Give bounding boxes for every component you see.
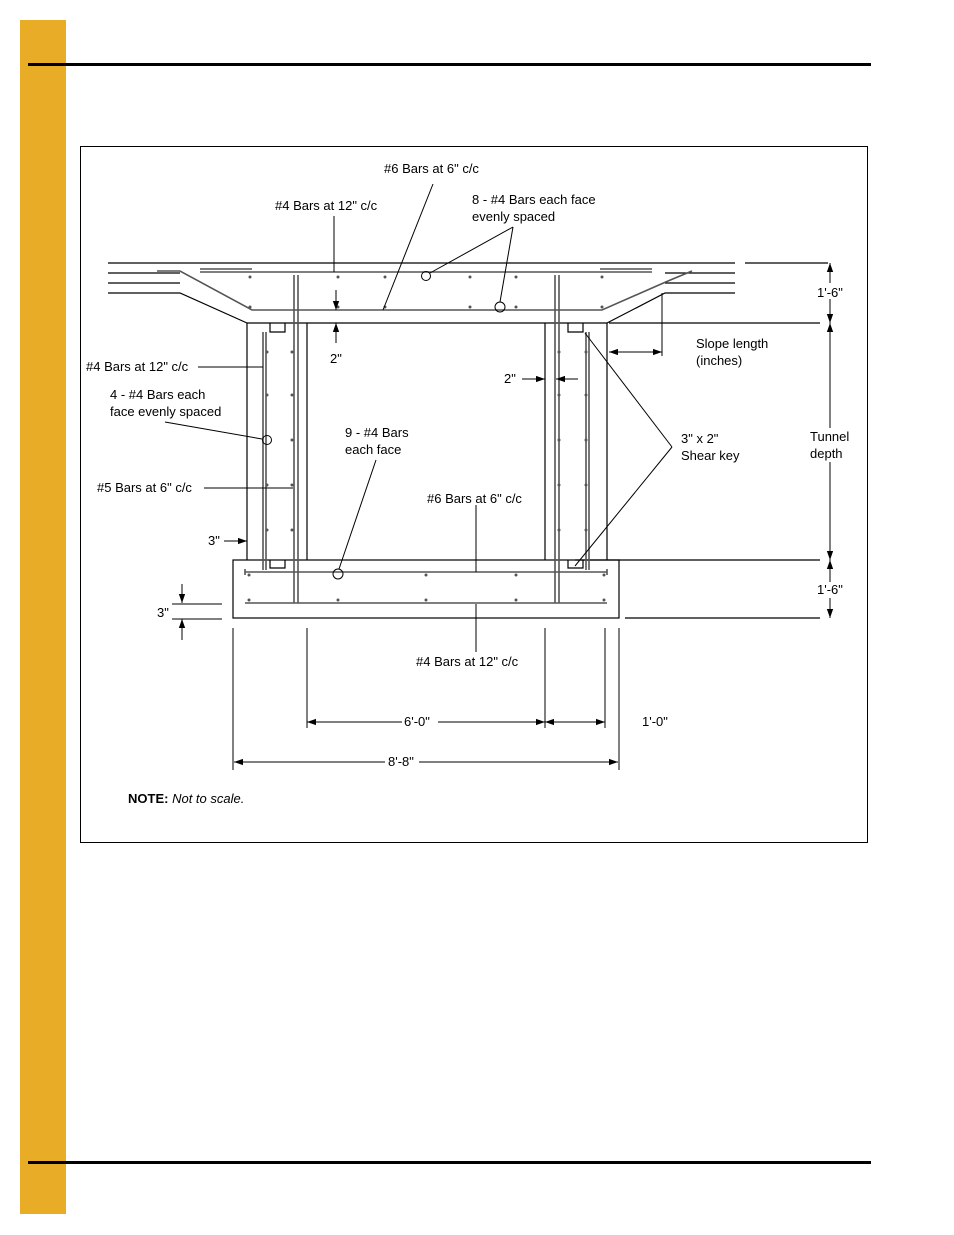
label-tunnel-2: depth [810, 446, 843, 461]
label-base-dist: #4 Bars at 12" c/c [416, 654, 519, 669]
label-top-face-1: 8 - #4 Bars each face [472, 192, 596, 207]
label-slope-1: Slope length [696, 336, 768, 351]
footer-rule [28, 1161, 871, 1164]
label-tunnel-1: Tunnel [810, 429, 849, 444]
label-cover-wall: 2" [504, 371, 516, 386]
label-wall: 1'-0" [642, 714, 668, 729]
label-top-main: #6 Bars at 6" c/c [384, 161, 479, 176]
sidebar-color-bar [20, 20, 66, 1214]
note-label: NOTE: [128, 791, 169, 806]
concrete-outline [108, 262, 828, 619]
header-rule [28, 63, 871, 66]
top-slab-right-haunch [606, 292, 735, 324]
label-base-cover: 3" [157, 605, 169, 620]
label-span: 6'-0" [404, 714, 430, 729]
label-wall-cover: 3" [208, 533, 220, 548]
label-top-face-2: evenly spaced [472, 209, 555, 224]
note-text: Not to scale. [172, 791, 245, 806]
label-wall-main: #5 Bars at 6" c/c [97, 480, 192, 495]
base-slab [232, 559, 620, 619]
leader-lines [164, 183, 673, 652]
label-base-top: #6 Bars at 6" c/c [427, 491, 522, 506]
shear-key-top-left [269, 323, 286, 333]
label-slope-2: (inches) [696, 353, 742, 368]
drawing-frame [80, 146, 868, 843]
label-cover-top: 2" [330, 351, 342, 366]
top-slab-left-haunch [108, 292, 248, 324]
rebar-dots [247, 275, 606, 602]
shear-key-top-right [567, 323, 584, 333]
label-wall-face-1: 4 - #4 Bars each [110, 387, 205, 402]
label-base-face-2: each face [345, 442, 401, 457]
label-shear-1: 3" x 2" [681, 431, 719, 446]
label-wall-dist: #4 Bars at 12" c/c [86, 359, 189, 374]
label-base-face-1: 9 - #4 Bars [345, 425, 409, 440]
shear-key-base-right [567, 560, 584, 569]
label-top-dist: #4 Bars at 12" c/c [275, 198, 378, 213]
label-shear-2: Shear key [681, 448, 740, 463]
labels: #6 Bars at 6" c/c #4 Bars at 12" c/c 8 -… [86, 161, 849, 769]
drawing-note: NOTE: Not to scale. [128, 791, 244, 806]
label-overall: 8'-8" [388, 754, 414, 769]
label-top-thick: 1'-6" [817, 285, 843, 300]
label-wall-face-2: face evenly spaced [110, 404, 221, 419]
dimensions [172, 263, 834, 770]
label-base-thick: 1'-6" [817, 582, 843, 597]
top-slab-outer-bar [157, 270, 693, 311]
shear-key-base-left [269, 560, 286, 569]
